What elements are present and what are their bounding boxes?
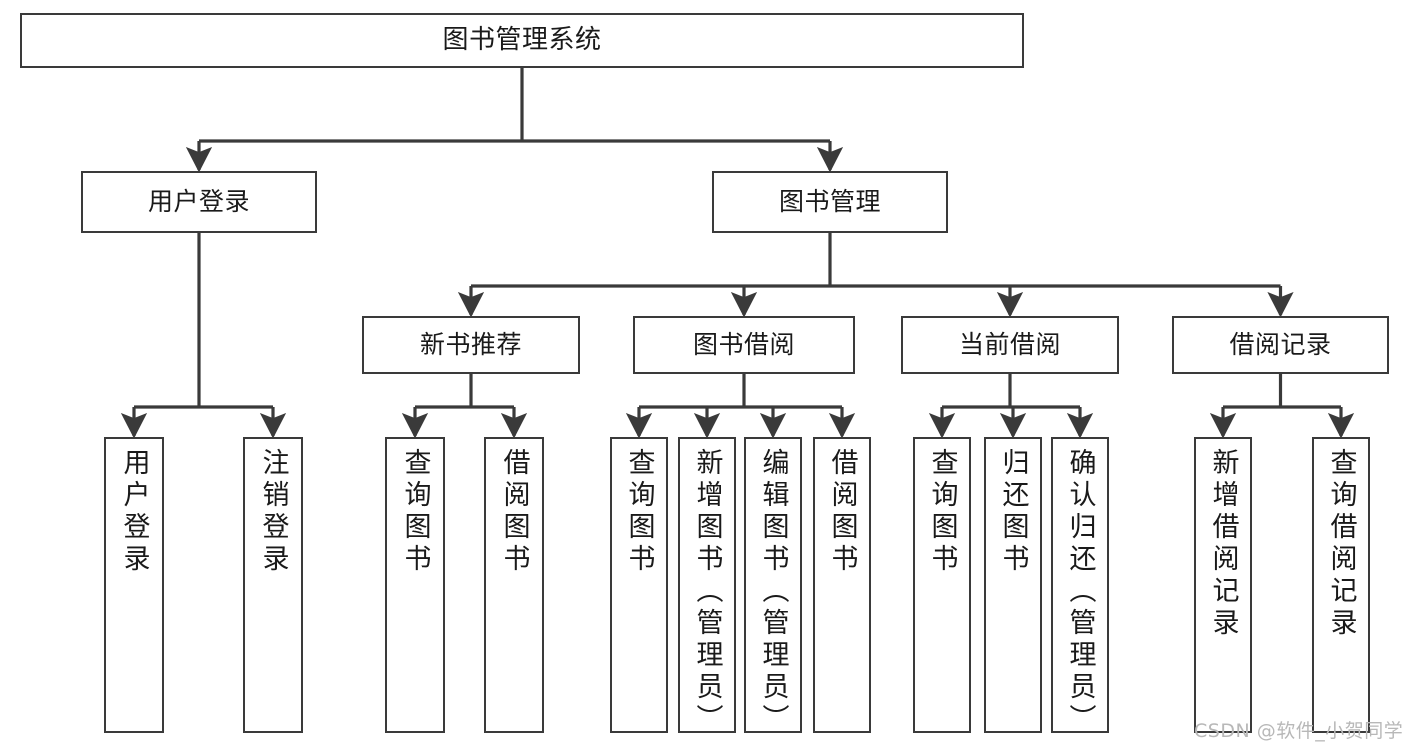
node-label: 注销登录 — [257, 448, 289, 576]
node-leaf_user_login[interactable]: 用户登录 — [104, 437, 164, 733]
node-leaf_add_book[interactable]: 新增图书（管理员） — [678, 437, 736, 736]
node-label: 新书推荐 — [419, 330, 522, 359]
node-label: 查询图书 — [623, 448, 655, 576]
node-leaf_query_book_2[interactable]: 查询图书 — [610, 437, 668, 733]
node-leaf_borrow_book_2[interactable]: 借阅图书 — [813, 437, 871, 733]
node-label: 编辑图书（管理员） — [757, 448, 789, 736]
node-root[interactable]: 图书管理系统 — [20, 13, 1024, 68]
node-borrow_record[interactable]: 借阅记录 — [1172, 316, 1389, 374]
node-leaf_edit_book[interactable]: 编辑图书（管理员） — [744, 437, 802, 736]
node-label: 查询图书 — [926, 448, 958, 576]
node-label: 当前借阅 — [958, 330, 1061, 359]
node-label: 图书管理 — [778, 187, 881, 216]
node-current_borrow[interactable]: 当前借阅 — [901, 316, 1119, 374]
node-label: 归还图书 — [997, 448, 1029, 576]
node-label: 图书借阅 — [692, 330, 795, 359]
node-user_login[interactable]: 用户登录 — [81, 171, 317, 233]
node-label: 用户登录 — [147, 187, 250, 216]
node-leaf_confirm_return[interactable]: 确认归还（管理员） — [1051, 437, 1109, 736]
node-label: 借阅记录 — [1229, 330, 1332, 359]
csdn-watermark: CSDN @软件_小贺同学 — [1194, 720, 1404, 742]
node-label: 新增借阅记录 — [1207, 448, 1239, 640]
node-leaf_logout[interactable]: 注销登录 — [243, 437, 303, 733]
node-label: 借阅图书 — [498, 448, 530, 576]
node-label: 用户登录 — [118, 448, 150, 576]
node-leaf_return_book[interactable]: 归还图书 — [984, 437, 1042, 733]
node-label: 确认归还（管理员） — [1064, 448, 1096, 736]
node-new_book_rec[interactable]: 新书推荐 — [362, 316, 580, 374]
node-leaf_query_book_1[interactable]: 查询图书 — [385, 437, 445, 733]
node-leaf_query_record[interactable]: 查询借阅记录 — [1312, 437, 1370, 733]
node-book_mgmt[interactable]: 图书管理 — [712, 171, 948, 233]
node-leaf_query_book_3[interactable]: 查询图书 — [913, 437, 971, 733]
node-label: 查询借阅记录 — [1325, 448, 1357, 640]
node-label: 查询图书 — [399, 448, 431, 576]
node-label: 借阅图书 — [826, 448, 858, 576]
node-label: 新增图书（管理员） — [691, 448, 723, 736]
node-leaf_borrow_book_1[interactable]: 借阅图书 — [484, 437, 544, 733]
node-leaf_add_record[interactable]: 新增借阅记录 — [1194, 437, 1252, 733]
node-label: 图书管理系统 — [442, 24, 602, 55]
node-book_borrow[interactable]: 图书借阅 — [633, 316, 855, 374]
